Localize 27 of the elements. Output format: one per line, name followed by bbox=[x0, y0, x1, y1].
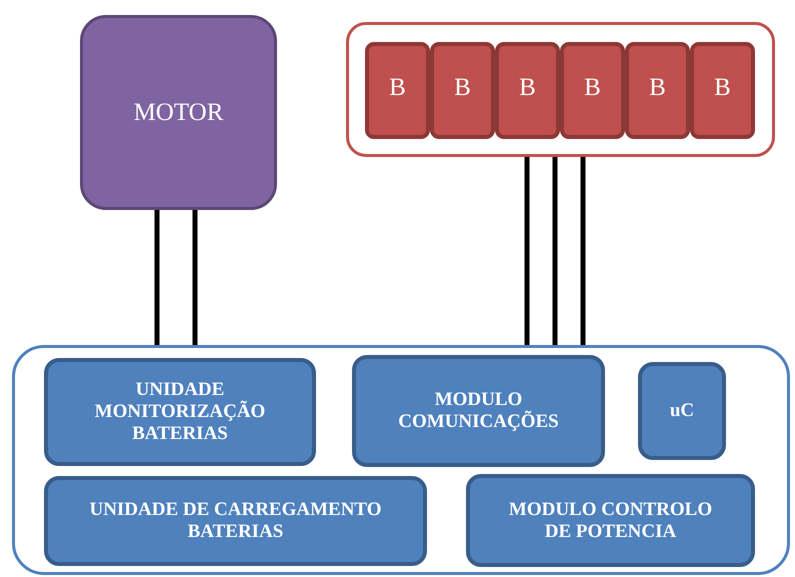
motor-box bbox=[80, 15, 277, 210]
node-label: UNIDADE DE CARREGAMENTO BATERIAS bbox=[88, 499, 383, 543]
node-label: uC bbox=[670, 400, 694, 422]
node-label: B bbox=[454, 74, 471, 102]
connector-line bbox=[192, 210, 198, 345]
node-label: B bbox=[649, 74, 666, 102]
module-box bbox=[352, 355, 605, 467]
node-label: B bbox=[584, 74, 601, 102]
module-box bbox=[466, 474, 755, 567]
module-box bbox=[638, 362, 726, 460]
module-box bbox=[44, 476, 427, 566]
connector-line bbox=[154, 210, 160, 345]
module-box bbox=[44, 358, 316, 466]
node-label: MODULO CONTROLO DE POTENCIA bbox=[508, 498, 714, 542]
battery-cell bbox=[690, 42, 755, 139]
node-label: B bbox=[714, 74, 731, 102]
battery-cell bbox=[365, 42, 430, 139]
node-label: MODULO COMUNICAÇÕES bbox=[397, 389, 560, 433]
node-label: UNIDADE MONITORIZAÇÃO BATERIAS bbox=[94, 379, 266, 445]
connector-line bbox=[552, 157, 558, 345]
connector-line bbox=[524, 157, 530, 345]
node-label: MOTOR bbox=[134, 98, 224, 126]
connector-line bbox=[580, 157, 586, 345]
controller-frame bbox=[12, 345, 790, 575]
node-label: B bbox=[389, 74, 406, 102]
node-label: B bbox=[519, 74, 536, 102]
battery-pack-box bbox=[346, 22, 775, 157]
